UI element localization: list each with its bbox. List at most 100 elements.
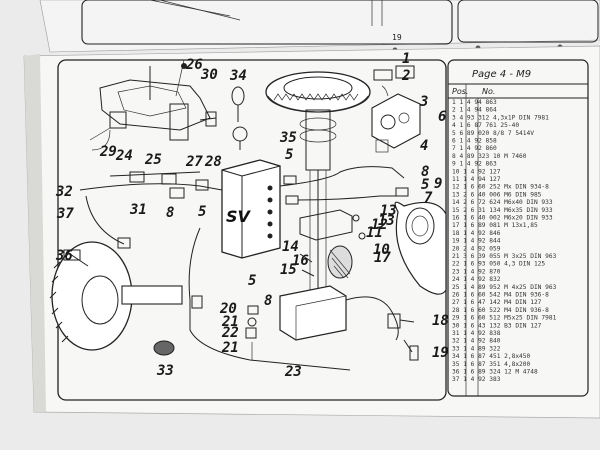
callout-35: 35	[279, 130, 297, 146]
parts-table-row: 11 1 4 94 127	[452, 176, 501, 183]
parts-table-row: 27 1 6 47 142 M4 DIN 127	[452, 299, 542, 306]
callout-27: 27	[185, 154, 203, 170]
main-page	[23, 45, 600, 419]
callout-5c: 5	[198, 204, 206, 220]
callout-37: 37	[56, 206, 74, 222]
parts-table-row: 18 1 4 92 846	[452, 230, 501, 237]
parts-table-row: 25 1 4 89 952 M 4x25 DIN 963	[452, 284, 557, 291]
parts-table-row: 36 1 6 89 324 12 M 4748	[452, 369, 538, 376]
callout-5b: 5	[421, 177, 429, 193]
parts-table-row: 28 1 6 60 522 M4 DIN 936-8	[452, 307, 549, 314]
parts-table-row: 26 1 6 60 542 M4 DIN 936-8	[452, 292, 549, 299]
parts-table-row: 19 1 4 92 844	[452, 238, 501, 245]
parts-table-row: 23 1 4 92 870	[452, 268, 501, 275]
parts-table-row: 15 2 6 31 134 M6x35 DIN 933	[452, 207, 553, 214]
wiring-harness	[79, 129, 409, 371]
callout-19: 19	[432, 345, 449, 361]
parts-table-row: 10 1 4 92 127	[452, 168, 501, 175]
valve-block	[279, 285, 419, 361]
blower-housing	[394, 201, 447, 295]
callout-29: 29	[99, 144, 117, 160]
callout-8a: 8	[421, 164, 429, 180]
callout-21b: 21	[221, 340, 239, 356]
parts-table-row: 1 1 4 94 863	[452, 99, 497, 106]
sv-control-box: SV	[221, 159, 281, 259]
parts-table-row: 21 3 6 39 055 M 3x25 DIN 963	[452, 253, 557, 260]
callout-28: 28	[204, 154, 222, 170]
parts-table-row: 5 6 89 020 8/8 7 5414V	[452, 130, 534, 137]
callout-8b: 8	[166, 205, 174, 221]
sv-label: SV	[226, 207, 252, 226]
parts-table-row: 16 1 6 40 002 M6x20 DIN 933	[452, 215, 553, 222]
callout-7: 7	[424, 190, 433, 206]
coil-bracket	[299, 209, 366, 279]
parts-table-col-pos: Pos.	[452, 87, 468, 96]
parts-table-row: 17 1 6 89 081 M 13x1,85	[452, 222, 538, 229]
callout-23: 23	[284, 364, 302, 380]
parts-table-col-no: No.	[482, 87, 495, 96]
callout-26: 26	[185, 57, 203, 73]
parts-table-row: 7 1 4 92 860	[452, 145, 497, 152]
small-relay-parts	[371, 65, 421, 153]
page-edge-shadow	[24, 54, 46, 412]
rubber-boot	[153, 340, 175, 356]
parts-table-row: 20 2 4 92 059	[452, 245, 501, 252]
callout-3: 3	[419, 94, 428, 110]
parts-table-row: 13 2 6 40 006 M6 DIN 985	[452, 191, 542, 198]
callout-18: 18	[432, 313, 449, 329]
callout-25: 25	[144, 152, 162, 168]
parts-table-row: 37 1 4 92 383	[452, 376, 501, 383]
callout-1: 1	[402, 51, 410, 67]
callout-9: 9	[434, 176, 442, 192]
callout-6: 6	[438, 109, 446, 125]
parts-table-row: 31 1 4 92 838	[452, 330, 501, 337]
callout-2: 2	[401, 68, 410, 84]
parts-table-title: Page 4 - M9	[472, 69, 531, 80]
parts-table-row: 3 4 93 312 4,3x1P DIN 7981	[452, 114, 549, 121]
parts-table-row: 2 1 4 94 864	[452, 107, 497, 114]
technical-drawing: SV	[49, 59, 447, 371]
parts-table-row: 6 1 4 92 858	[452, 138, 497, 145]
callout-13a: 13	[380, 203, 397, 219]
callout-5a: 5	[285, 147, 293, 163]
callout-15: 15	[280, 262, 297, 278]
upper-page: 19	[39, 0, 600, 53]
parts-table-row: 4 1 6 87 761 25-40	[452, 122, 519, 129]
callout-31: 31	[129, 202, 147, 218]
callout-8c: 8	[264, 293, 272, 309]
callout-36: 36	[55, 248, 73, 264]
upper-page-frame	[81, 0, 453, 45]
callout-14: 14	[282, 239, 299, 255]
callout-16: 16	[292, 253, 309, 269]
callout-33: 33	[156, 363, 174, 379]
parts-table-row: 12 1 6 60 252 Mx DIN 934-8	[452, 184, 549, 191]
hitch-bracket	[89, 59, 217, 141]
screw-set	[245, 305, 259, 360]
callout-22: 22	[221, 325, 239, 341]
parts-table-row: 33 1 4 89 322	[452, 345, 501, 352]
parts-table-row: 30 1 6 43 132 B3 DIN 127	[452, 322, 542, 329]
callout-32: 32	[55, 184, 73, 200]
parts-table-row: 8 4 89 323 10 M 7460	[452, 153, 527, 160]
parts-table-row: 35 1 6 87 351 4,8x200	[452, 361, 531, 368]
parts-table-row: 24 1 4 92 832	[452, 276, 501, 283]
tractor-wheel	[49, 241, 183, 351]
parts-table-row: 34 1 6 87 451 2,8x450	[452, 353, 531, 360]
callout-5d: 5	[248, 273, 256, 289]
parts-table-row: 14 2 6 72 624 M6x40 DIN 933	[452, 199, 553, 206]
parts-table-row: 29 1 6 60 512 M5x25 DIN 7981	[452, 315, 557, 322]
callout-4: 4	[420, 138, 428, 154]
callout-30: 30	[200, 67, 218, 83]
callout-13b: 13	[378, 213, 395, 229]
callout-12: 12	[371, 217, 388, 233]
callout-numbers: 1 2 3 4 5 5 5 5 6 7 8 8 8 9 10 11 12 13 …	[55, 51, 449, 380]
upper-page-number: 19	[392, 33, 402, 42]
parts-table-row: 9 1 4 92 863	[452, 161, 497, 168]
parts-table-row: 22 1 6 93 050 4,3 DIN 125	[452, 261, 545, 268]
callout-11: 11	[366, 225, 383, 241]
callout-20: 20	[219, 301, 237, 317]
callout-21a: 21	[221, 314, 239, 330]
callout-34: 34	[229, 68, 247, 84]
